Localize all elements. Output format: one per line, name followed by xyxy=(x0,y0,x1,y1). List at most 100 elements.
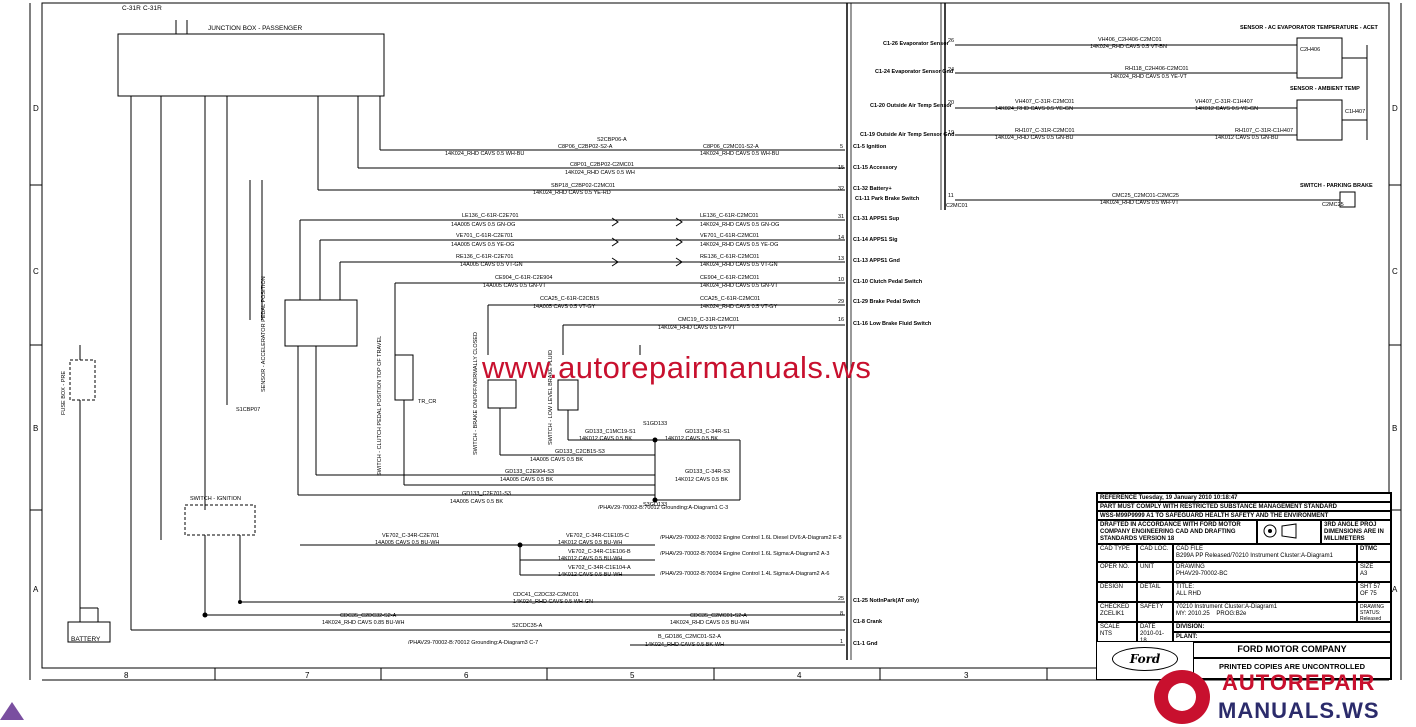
tb-prog: PROG:B2e xyxy=(1216,611,1247,617)
splice-s1cbp07: S1CBP07 xyxy=(236,407,261,413)
pin-label: C1-31 APPS1 Sup xyxy=(853,216,900,222)
wire-name: LE136_C-61R-C2E701 xyxy=(462,213,519,219)
wire-name: GD133_C-34R-S1 xyxy=(685,429,730,435)
wire-spec: 14K024_RHD CAVS 0.5 WH-BU xyxy=(445,151,525,157)
wire-name: B_GD186_C2MC01-S2-A xyxy=(658,634,721,640)
tb-company: FORD MOTOR COMPANY xyxy=(1193,642,1391,658)
brake-switch-label: SWITCH - BRAKE ON/OFF/NORMALLY CLOSED xyxy=(473,332,479,455)
pin-label: C1-13 APPS1 Gnd xyxy=(853,258,900,264)
wire-name: VE701_C-61R-C2E701 xyxy=(456,233,514,239)
tb-cad-loc: CAD LOC. xyxy=(1137,544,1173,562)
pin-number: 24 xyxy=(948,67,955,73)
col-label-6: 6 xyxy=(464,671,469,680)
ref-engine-16-sigma[interactable]: /PHAV29-70002-B:70034 Engine Control 1.6… xyxy=(660,551,830,557)
wire-name: RE136_C-61R-C2MC01 xyxy=(700,254,760,260)
pin-number: 10 xyxy=(838,277,845,283)
gear-icon xyxy=(1154,670,1210,724)
wire-spec: 14K024_RHD CAVS 0.5 GN-OG xyxy=(700,222,780,228)
wire-name: CCA25_C-61R-C2CB15 xyxy=(540,296,600,302)
pin-number: 1 xyxy=(840,639,844,645)
pin-label: C1-1 Gnd xyxy=(853,641,878,647)
wire-spec: 14A005 CAVS 0.5 BK xyxy=(530,457,584,463)
connector-c2h406: C2H406 xyxy=(1300,47,1321,53)
tb-drawing-label: DRAWING xyxy=(1176,564,1205,570)
wire-spec: 14K024_RHD CAVS 0.5 YE-VT xyxy=(1110,74,1187,80)
projection-symbol xyxy=(1257,520,1321,544)
pin-number: 32 xyxy=(838,186,845,192)
tb-scale-value: NTS xyxy=(1100,631,1112,637)
wire-name: GD133_C2E904-S3 xyxy=(505,469,554,475)
col-label-3: 3 xyxy=(964,671,969,680)
wire-name: GD133_C2CB15-S3 xyxy=(555,449,605,455)
connector-c1h407: C1H407 xyxy=(1345,109,1366,115)
tb-scale-label: SCALE xyxy=(1100,624,1120,630)
fuse-box-label: FUSE BOX - PRE xyxy=(61,370,67,415)
wire-spec: 14A005 CAVS 0.5 GN-VT xyxy=(483,283,546,289)
row-label-d-right: D xyxy=(1392,104,1398,113)
tb-safety: SAFETY xyxy=(1137,602,1173,622)
pin-label: C1-16 Low Brake Fluid Switch xyxy=(853,321,932,327)
clutch-switch-label: SWITCH - CLUTCH PEDAL POSITION TOP OF TR… xyxy=(377,335,383,476)
ref-grounding-c7[interactable]: /PHAV29-70002-B:70012 Grounding:A-Diagra… xyxy=(408,640,539,646)
tb-sheet-total: OF 75 xyxy=(1360,591,1377,597)
ford-logo: Ford xyxy=(1112,647,1178,671)
pin-number: 11 xyxy=(948,193,954,199)
col-label-8: 8 xyxy=(124,671,129,680)
wire-name: C8P06_C2MC01-S2-A xyxy=(703,144,759,150)
tb-plant: PLANT: xyxy=(1173,632,1391,642)
tb-detail: DETAIL xyxy=(1137,582,1173,602)
wire-name: VE702_C-34R-C1E106-B xyxy=(568,549,631,555)
wire-spec: 14K012 CAVS 0.5 BK xyxy=(665,436,719,442)
ref-grounding-c3[interactable]: /PHAV29-70002-B:70012 Grounding:A-Diagra… xyxy=(598,505,729,511)
wire-name: VE701_C-61R-C2MC01 xyxy=(700,233,759,239)
wire-name: C8P01_C2BP02-C2MC01 xyxy=(570,162,634,168)
ref-engine-dv6[interactable]: /PHAV29-70002-B:70032 Engine Control 1.6… xyxy=(660,535,842,541)
pin-label: C1-19 Outside Air Temp Sensor Gnd xyxy=(860,132,955,138)
pin-label: C1-32 Battery+ xyxy=(853,186,892,192)
pin-number: 31 xyxy=(838,214,845,220)
tb-date-label: DATE xyxy=(1140,624,1156,630)
wire-spec: 14K024_RHD CAVS 0.5 VT-GY xyxy=(700,304,778,310)
wire-name: VE702_C-34R-C1E105-C xyxy=(566,533,629,539)
autorepair-logo: AUTOREPAIR MANUALS.WS xyxy=(1150,668,1416,727)
tb-oper-no: OPER NO. xyxy=(1097,562,1137,582)
wire-spec: 14K024_RHD CAVS 0.5 GN-VT xyxy=(700,283,778,289)
wire-name: CDC41_C2DC32-C2MC01 xyxy=(513,592,579,598)
wire-name: CE904_C-61R-C2MC01 xyxy=(700,275,760,281)
wire-name: RE136_C-61R-C2E701 xyxy=(456,254,514,260)
tb-status: DRAWING STATUS: Released xyxy=(1357,602,1391,622)
wire-name: RH107_C-31R-C1H407 xyxy=(1235,128,1294,134)
tb-my: MY: 2010.25 xyxy=(1176,611,1210,617)
wire-spec: 14K012 CAVS 0.5 BU-WH xyxy=(558,540,623,546)
pin-number: 5 xyxy=(840,144,844,150)
wire-name: VE702_C-34R-C2E701 xyxy=(382,533,440,539)
pin-label: C1-14 APPS1 Sig xyxy=(853,237,898,243)
ref-engine-14-sigma[interactable]: /PHAV29-70002-B:70034 Engine Control 1.4… xyxy=(660,571,830,577)
junction-box-title: JUNCTION BOX - PASSENGER xyxy=(208,25,303,32)
wire-name: CDC35_C2DC32-S2-A xyxy=(340,613,397,619)
page-corner-icon[interactable] xyxy=(0,702,24,720)
tb-unit: UNIT xyxy=(1137,562,1173,582)
connector-label-c31r: C-31R xyxy=(122,5,141,12)
pin-number: 25 xyxy=(838,596,845,602)
wire-spec: 14K012 CAVS 0.5 GN-BU xyxy=(1215,135,1279,141)
splice-s2cdc35a: S2CDC35-A xyxy=(512,623,543,629)
wire-spec: 14K024_RHD CAVS 0.5 YE-RD xyxy=(533,190,611,196)
tb-note2: WSS-M99P9999 A1 TO SAFEGUARD HEALTH SAFE… xyxy=(1097,511,1391,520)
wire-spec: 14A005 CAVS 0.5 YE-OG xyxy=(451,242,515,248)
row-label-d: D xyxy=(33,104,39,113)
row-label-b-right: B xyxy=(1392,424,1398,433)
pin-number: 29 xyxy=(838,299,845,305)
pin-number: 8 xyxy=(840,611,844,617)
tb-checker: ZCELIK1 xyxy=(1100,611,1125,617)
logo-line2: MANUALS.WS xyxy=(1218,698,1380,723)
wire-spec: 14K024_RHD CAVS 0.5 VT-BN xyxy=(1090,44,1167,50)
accelerator-sensor-label: SENSOR - ACCELERATOR PEDAL POSITION xyxy=(261,276,267,392)
tb-title: TITLE:ALL RHD xyxy=(1173,582,1357,602)
projection-icon xyxy=(1263,523,1297,539)
wire-name: CCA25_C-61R-C2MC01 xyxy=(700,296,761,302)
